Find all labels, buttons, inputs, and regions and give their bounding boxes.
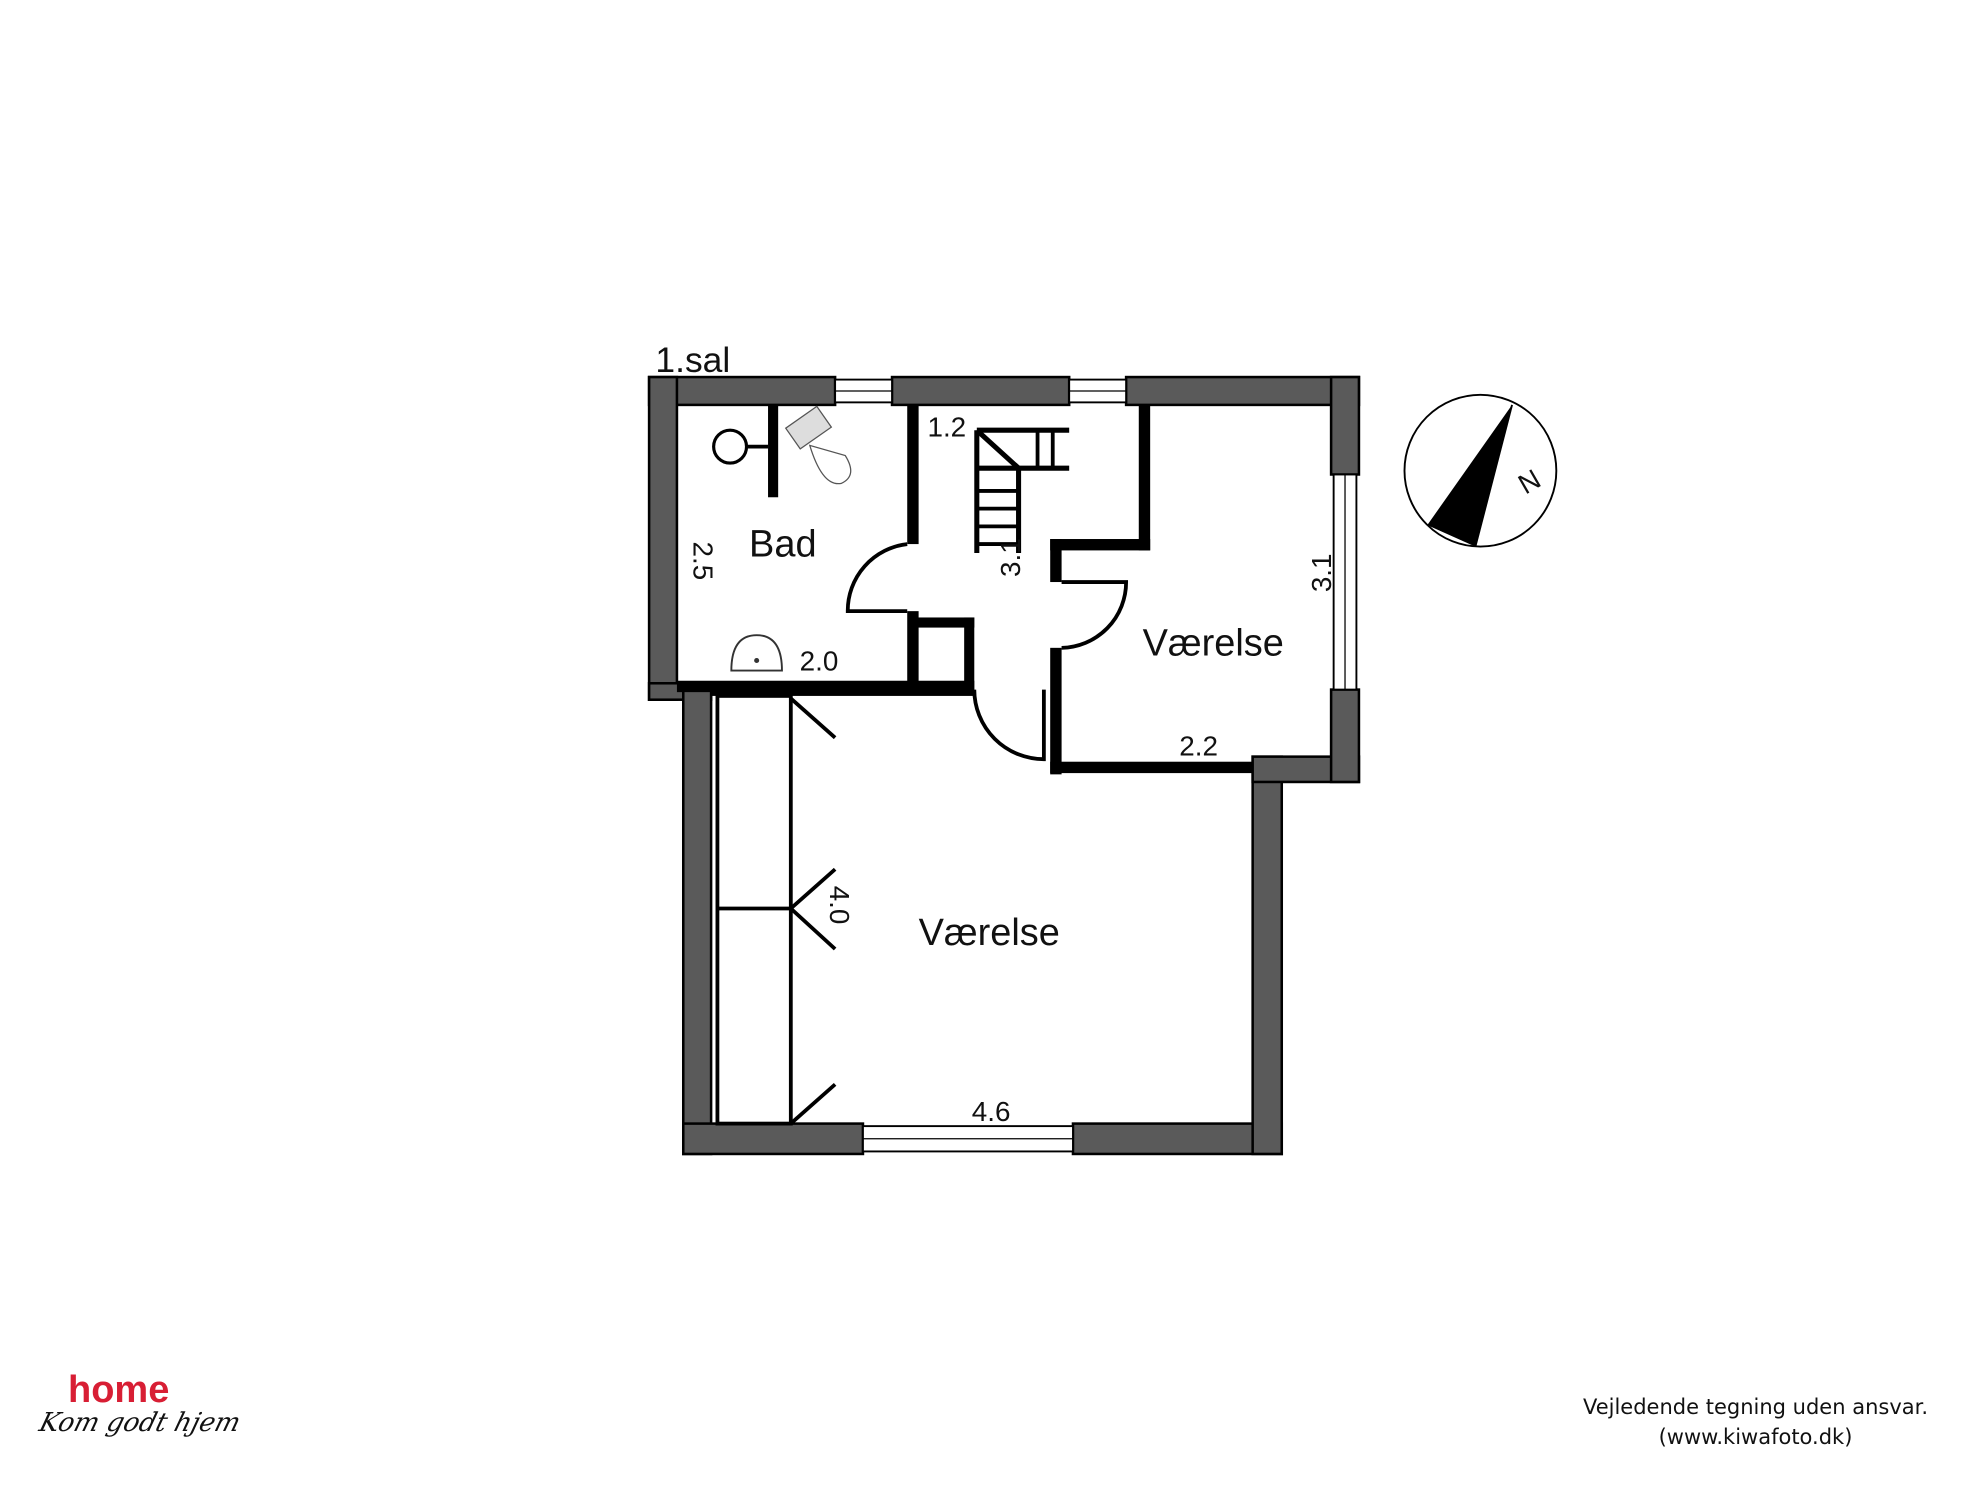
bad-dim-height: 2.5: [687, 542, 718, 581]
windows: [834, 378, 1358, 1153]
disclaimer-line-2: (www.kiwafoto.dk): [1658, 1425, 1853, 1449]
vaerelse-1-dim-width: 2.2: [1179, 730, 1218, 761]
logo-tagline: Kom godt hjem: [35, 1408, 244, 1438]
staircase-icon: [974, 427, 1070, 553]
room-name-vaerelse-1: Værelse: [1143, 622, 1284, 664]
logo-brand: home: [68, 1369, 170, 1411]
room-name-vaerelse-2: Værelse: [919, 912, 1060, 954]
vaerelse-1-dim-height: 3.1: [1306, 553, 1337, 592]
vaerelse-2-dim-width: 4.6: [972, 1096, 1011, 1127]
compass-icon: N: [1403, 393, 1558, 548]
bad-dim-width: 2.0: [800, 646, 839, 677]
door-swings: [845, 542, 1129, 762]
home-logo: home Kom godt hjem: [36, 1369, 244, 1438]
shower-icon: [712, 428, 769, 465]
sink-icon: [730, 634, 783, 672]
wardrobe: [715, 694, 837, 1126]
hall-dim-height: 3.1: [995, 538, 1026, 577]
disclaimer-line-1: Vejledende tegning uden ansvar.: [1582, 1395, 1928, 1419]
disclaimer: Vejledende tegning uden ansvar. (www.kiw…: [1583, 1392, 1928, 1452]
room-name-bad: Bad: [749, 524, 817, 566]
hall-dim-width: 1.2: [927, 412, 966, 443]
toilet-icon: [784, 405, 852, 485]
floor-label: 1.sal: [655, 340, 730, 380]
vaerelse-2-dim-height: 4.0: [824, 886, 855, 925]
labels: 1.sal Bad 2.5 2.0 1.2 3.1 Værelse 3.1 2.…: [655, 340, 1337, 1127]
outer-walls: [647, 375, 1361, 1156]
inner-walls: [676, 404, 1253, 775]
